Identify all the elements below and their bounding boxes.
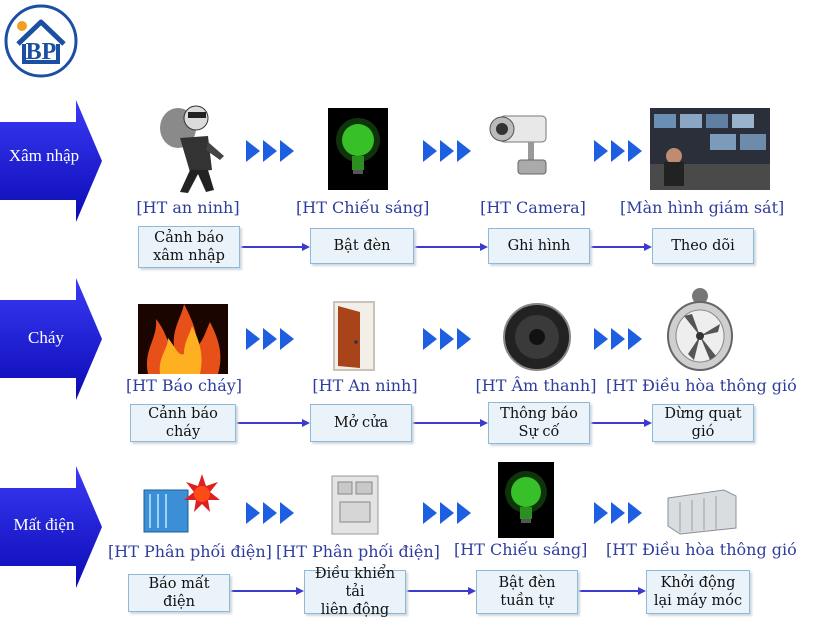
action-box: Báo mất điện [128,574,230,612]
logo-text: BP [26,39,57,65]
system-label: [HT Báo cháy] [125,376,243,395]
chevron-icon [594,502,642,524]
door-icon [333,301,375,371]
speaker-icon [503,303,571,371]
system-label: [HT An ninh] [312,376,418,395]
monitoring-room-icon [650,108,770,190]
system-label: [HT Chiếu sáng] [296,198,430,217]
flow-arrow [230,587,304,595]
flow-arrow [578,587,646,595]
flow-arrow [590,419,652,427]
system-label: [HT Điều hòa thông gió [606,540,797,559]
event-label: Xâm nhập [8,146,80,165]
event-label: Cháy [28,328,64,347]
fan-icon [667,288,733,371]
action-box: Bật đèn [310,228,414,264]
chevron-icon [594,328,642,350]
action-box: Điều khiển tải liên động [304,566,406,618]
system-label: [HT an ninh] [136,198,240,217]
electrical-panel-icon [331,475,379,535]
system-label: [Màn hình giám sát] [620,198,785,217]
bp-logo: BP [4,4,78,78]
flow-arrow [414,243,488,251]
flow-arrow [412,419,488,427]
chevron-icon [246,140,294,162]
lightbulb-icon [498,462,554,538]
flow-arrow [240,243,310,251]
chevron-icon [423,502,471,524]
system-label: [HT Phân phối điện] [108,542,272,561]
event-label: Mất điện [13,515,75,534]
chevron-icon [423,140,471,162]
flow-arrow [236,419,310,427]
power-distribution-icon [143,474,220,533]
event-arrow-power-outage [0,466,102,588]
system-label: [HT Điều hòa thông gió [606,376,797,395]
system-label: [HT Phân phối điện] [276,542,440,561]
thief-icon [160,105,224,193]
action-box: Bật đèn tuần tự [476,570,578,614]
system-label: [HT Âm thanh] [475,376,597,395]
lightbulb-icon [328,108,388,190]
fire-icon [138,304,228,374]
event-arrow-fire [0,278,102,400]
camera-icon [489,115,547,175]
flow-arrow [406,587,476,595]
chevron-icon [423,328,471,350]
chevron-icon [594,140,642,162]
action-box: Theo dõi [652,228,754,264]
action-box: Khởi động lại máy móc [646,570,750,614]
chevron-icon [246,328,294,350]
hvac-unit-icon [667,489,737,535]
action-box: Cảnh báo cháy [130,404,236,442]
action-box: Dừng quạt gió [652,404,754,442]
chevron-icon [246,502,294,524]
flow-arrow [590,243,652,251]
system-label: [HT Camera] [480,198,586,217]
action-box: Thông báo Sự cố [488,402,590,444]
event-arrow-intrusion [0,100,102,222]
action-box: Cảnh báo xâm nhập [138,226,240,268]
system-label: [HT Chiếu sáng] [454,540,588,559]
action-box: Mở cửa [310,404,412,442]
action-box: Ghi hình [488,228,590,264]
